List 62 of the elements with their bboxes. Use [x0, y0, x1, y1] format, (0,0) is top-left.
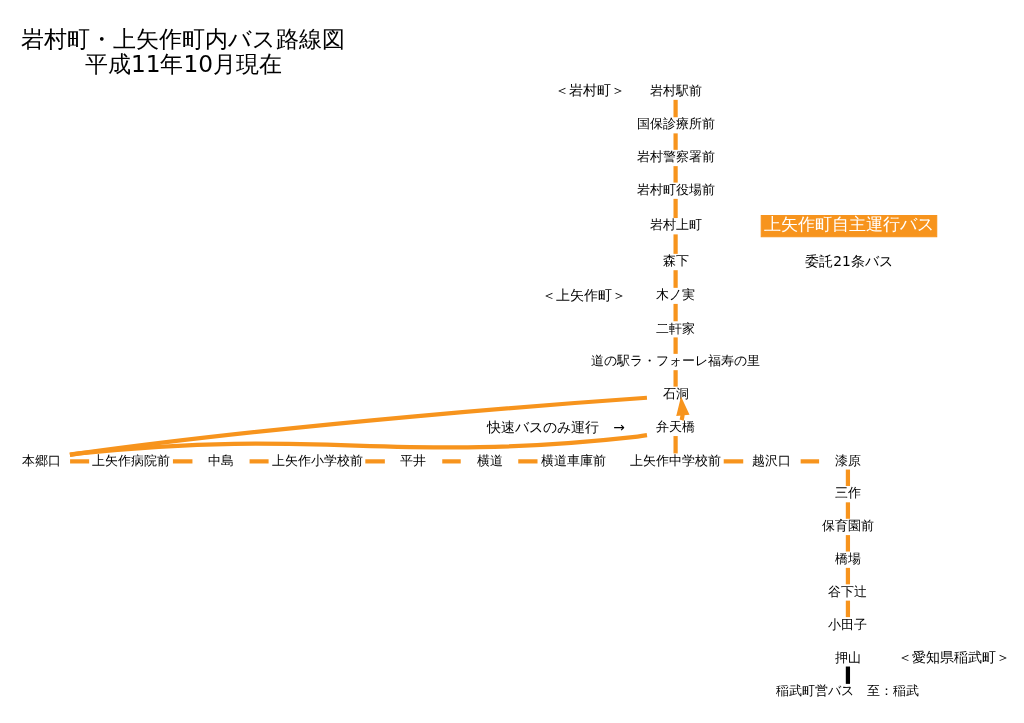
label: 委託21条バス — [805, 252, 893, 269]
node-text: 小田子 — [828, 616, 868, 632]
node-text: 横道 — [476, 452, 503, 468]
label: ＜上矢作町＞ — [541, 286, 626, 303]
node-text: 漆原 — [834, 452, 861, 468]
node-text: 本郷口 — [21, 452, 61, 468]
connector — [673, 233, 678, 254]
connector — [69, 395, 648, 457]
node-text: 岩村上町 — [649, 216, 702, 232]
label: ＜岩村町＞ — [554, 81, 625, 98]
connector — [845, 534, 851, 552]
node-text: 上矢作病院前 — [92, 452, 171, 468]
legend-label: 上矢作町自主運行バス — [763, 213, 934, 234]
connector — [673, 269, 678, 288]
node-text: 横道車庫前 — [540, 452, 606, 468]
connector — [365, 458, 385, 463]
node-text: 道の駅ラ・フォーレ福寿の里 — [591, 352, 761, 368]
label: 快速バスのみ運行 → — [487, 418, 625, 435]
node-text: 押山 — [834, 649, 861, 665]
connector — [442, 458, 461, 463]
node-text: 木ノ実 — [656, 286, 696, 302]
node-text: 越沢口 — [752, 452, 792, 468]
node-text: 中島 — [208, 452, 235, 468]
connector — [845, 600, 851, 617]
node-text: 森下 — [662, 252, 689, 268]
node-text: 保育園前 — [821, 517, 874, 533]
connector — [673, 336, 678, 354]
node-text: 稲武町営バス 至：稲武 — [776, 682, 920, 698]
label: ＜愛知県稲武町＞ — [897, 648, 1010, 665]
node-text: 岩村警察署前 — [636, 148, 715, 164]
node-text: 岩村駅前 — [649, 82, 702, 98]
connector — [845, 666, 851, 684]
caption: 平成11年10月現在 — [84, 49, 283, 77]
node-text: 石洞 — [662, 385, 689, 401]
connector — [845, 469, 851, 486]
node-text: 上矢作中学校前 — [630, 452, 722, 468]
connector — [673, 99, 678, 117]
node-text: 橋場 — [834, 550, 861, 566]
connector — [673, 165, 678, 183]
connector — [69, 432, 648, 457]
connector — [249, 458, 269, 463]
connector — [70, 458, 90, 463]
node-text: 弁天橋 — [656, 418, 696, 434]
node-text: 岩村町役場前 — [636, 181, 715, 197]
node-text: 上矢作小学校前 — [271, 452, 363, 468]
node-text: 二軒家 — [656, 320, 696, 335]
node-text: 谷下辻 — [828, 583, 868, 599]
connector — [845, 501, 851, 519]
node-text: 三作 — [834, 484, 861, 500]
connector — [800, 458, 820, 463]
connector — [673, 369, 678, 387]
node-text: 平井 — [400, 452, 427, 468]
connector — [845, 567, 851, 584]
connector — [673, 198, 678, 218]
node-text: 国保診療所前 — [636, 115, 715, 131]
connector — [172, 458, 193, 463]
diagram-title: 岩村町・上矢作町内バス路線図 — [21, 24, 346, 52]
connector — [723, 458, 744, 463]
connector — [673, 303, 678, 321]
connector — [673, 435, 678, 453]
connector — [518, 458, 538, 463]
connector — [673, 132, 678, 150]
